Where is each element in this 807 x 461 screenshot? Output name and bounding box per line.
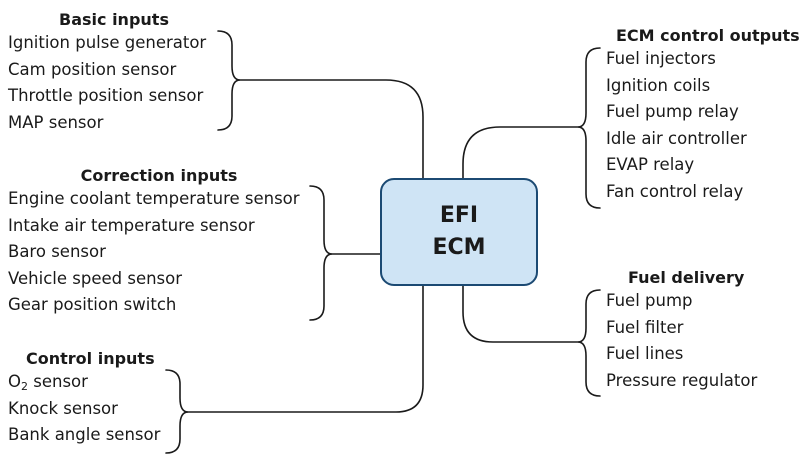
brace-ecm-control-outputs — [577, 47, 601, 209]
efi-ecm-box: EFI ECM — [380, 178, 538, 286]
list-item: Fuel filter — [606, 317, 684, 337]
list-item: Ignition coils — [606, 75, 711, 95]
o2-subscript: 2 — [21, 380, 28, 393]
ecm-title-line2: ECM — [432, 235, 486, 260]
control-inputs-group: Control inputs O2 sensor Knock sensor Ba… — [8, 349, 178, 449]
brace-fuel-delivery — [577, 289, 601, 397]
connector-fuel-delivery — [462, 285, 579, 343]
list-item: Pressure regulator — [606, 370, 758, 390]
connector-basic-inputs — [239, 79, 424, 179]
list-item: Bank angle sensor — [8, 425, 161, 445]
control-inputs-heading: Control inputs — [26, 349, 155, 368]
list-item: Idle air controller — [606, 128, 747, 148]
fuel-delivery-heading: Fuel delivery — [628, 268, 745, 287]
list-item: Fuel lines — [606, 344, 684, 364]
list-item: Knock sensor — [8, 398, 118, 418]
connector-control-inputs — [187, 285, 424, 413]
list-item: Fuel injectors — [606, 49, 716, 68]
list-item: Fan control relay — [606, 181, 744, 201]
brace-basic-inputs — [217, 30, 241, 131]
list-item: Gear position switch — [8, 295, 177, 315]
list-item: Intake air temperature sensor — [8, 215, 255, 235]
o2-suffix: sensor — [28, 372, 88, 391]
list-item: Vehicle speed sensor — [8, 268, 183, 288]
list-item: Throttle position sensor — [8, 86, 204, 106]
ecm-control-outputs-group: ECM control outputs Fuel injectors Ignit… — [606, 26, 802, 206]
list-item: MAP sensor — [8, 112, 104, 132]
ecm-title-line1: EFI — [439, 203, 479, 228]
list-item-o2-sensor: O2 sensor — [8, 369, 178, 396]
list-item: Fuel pump relay — [606, 102, 739, 122]
basic-inputs-heading: Basic inputs — [59, 10, 169, 29]
connector-ecm-control-outputs — [462, 126, 579, 179]
ecm-control-outputs-heading: ECM control outputs — [616, 26, 800, 45]
brace-correction-inputs — [309, 185, 333, 321]
o2-prefix: O — [8, 372, 21, 391]
fuel-delivery-group: Fuel delivery Fuel pump Fuel filter Fuel… — [606, 268, 802, 394]
basic-inputs-group: Basic inputs Ignition pulse generator Ca… — [8, 10, 220, 136]
list-item: Fuel pump — [606, 291, 693, 310]
correction-inputs-group: Correction inputs Engine coolant tempera… — [8, 166, 310, 319]
list-item: Cam position sensor — [8, 59, 177, 79]
list-item: Ignition pulse generator — [8, 33, 207, 52]
correction-inputs-heading: Correction inputs — [80, 166, 238, 185]
list-item: Engine coolant temperature sensor — [8, 189, 300, 208]
list-item: Baro sensor — [8, 242, 106, 262]
list-item: EVAP relay — [606, 155, 695, 175]
